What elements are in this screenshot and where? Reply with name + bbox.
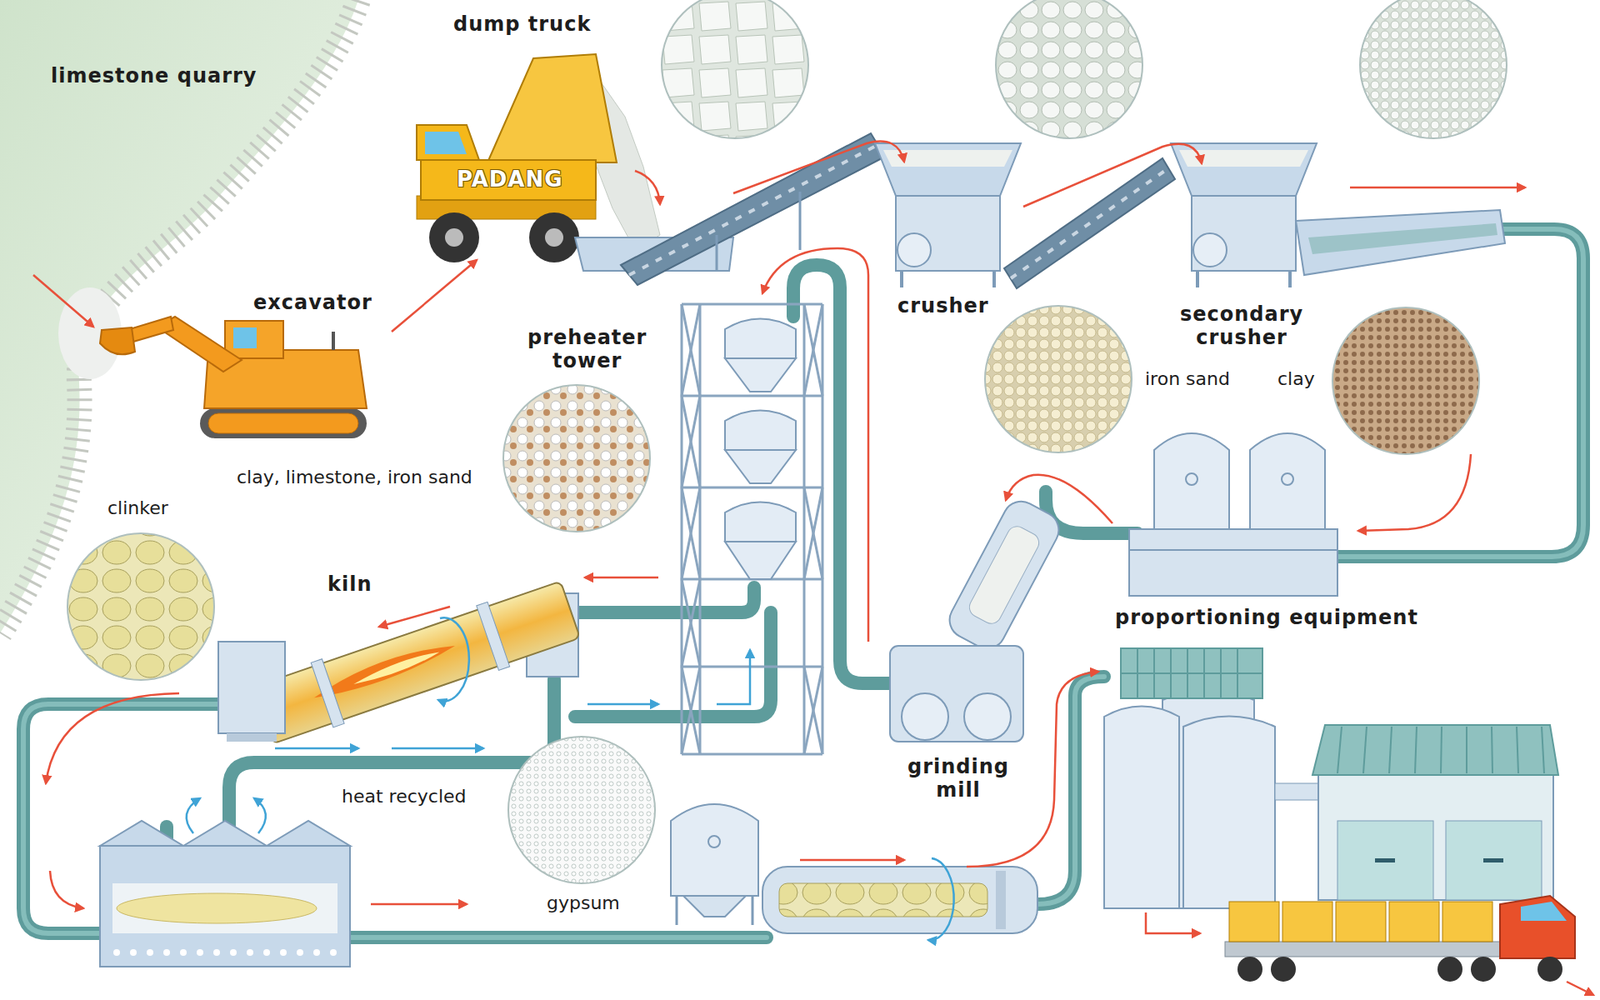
- gypsum-silo-figure: [670, 804, 759, 925]
- material-label: iron sand: [1145, 368, 1230, 390]
- material-circles: [67, 0, 1507, 884]
- conveyor: [575, 133, 885, 285]
- cyclone: [725, 319, 796, 580]
- quarry-hill: [0, 0, 359, 634]
- material-label: clay: [1277, 368, 1315, 390]
- flow-arrows: [33, 141, 1594, 995]
- material-label: clinker: [107, 497, 169, 519]
- excavator-figure: [100, 316, 367, 439]
- part-label: kiln: [327, 573, 373, 597]
- warehouse-figure: [1312, 725, 1559, 900]
- cement-silos-figure: [1104, 648, 1321, 909]
- part-label: grinding mill: [907, 755, 1010, 802]
- pipes: [23, 229, 1584, 938]
- chute: [1295, 210, 1505, 275]
- proportioning-figure: [1129, 433, 1338, 596]
- heat-arrows: [186, 617, 955, 940]
- area-label: limestone quarry: [50, 65, 257, 89]
- crusher-figure: [875, 143, 1021, 288]
- note-label: heat recycled: [341, 785, 467, 807]
- clinker-cooler-figure: [100, 820, 350, 967]
- part-label: dump truck: [453, 13, 591, 37]
- grinding-mill-figure: [890, 495, 1065, 742]
- material-label: gypsum: [546, 892, 620, 914]
- dump-truck-figure: [416, 54, 660, 263]
- part-label: preheater tower: [527, 326, 647, 373]
- preheater-tower-figure: [681, 304, 823, 755]
- delivery-truck-figure: [1225, 895, 1575, 982]
- part-label: crusher: [897, 295, 990, 319]
- part-label: proportioning equipment: [1115, 606, 1419, 630]
- cement-mill-figure: [762, 866, 1038, 934]
- part-label: secondary crusher: [1180, 303, 1304, 350]
- secondary-crusher-figure: [1170, 143, 1317, 288]
- part-label: excavator: [253, 291, 373, 315]
- kiln-figure: [218, 577, 582, 749]
- truck-lettering: PADANG: [456, 167, 564, 193]
- material-label: clay, limestone, iron sand: [236, 466, 473, 488]
